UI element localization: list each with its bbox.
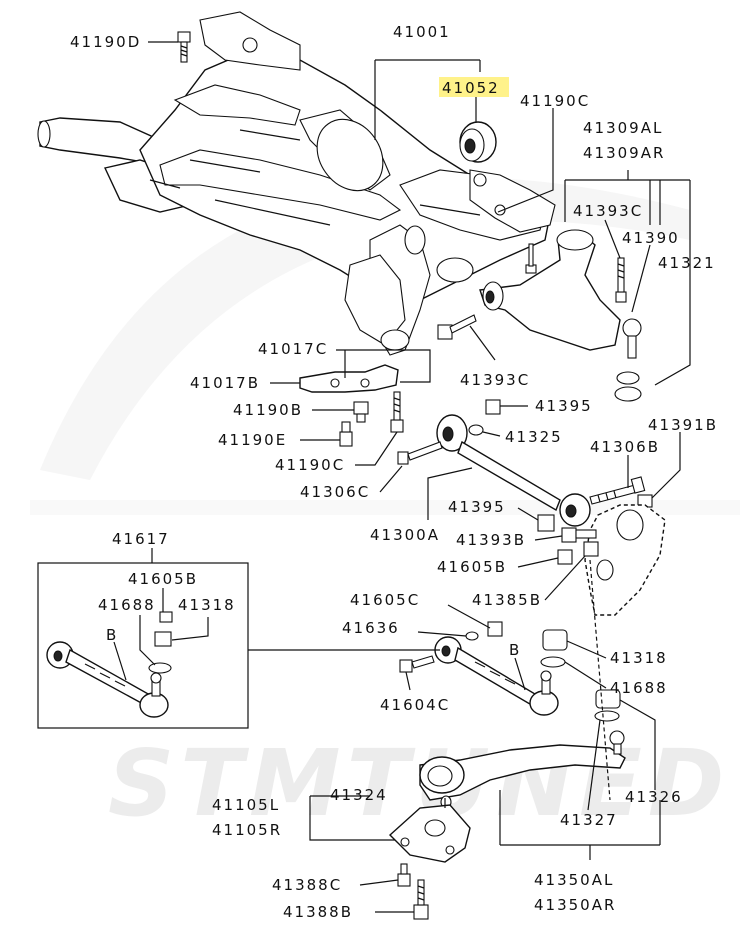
nut-41190B[interactable]: [353, 401, 369, 423]
label-41390: 41390: [622, 229, 680, 247]
label-41300A: 41300A: [370, 526, 440, 544]
label-41318: 41318: [610, 649, 668, 667]
leader-lines: [113, 41, 691, 913]
bolt-41388C[interactable]: [397, 863, 411, 887]
washer-41325[interactable]: [468, 424, 484, 436]
bushing-41318[interactable]: [542, 629, 568, 651]
label-41617: 41617: [112, 530, 170, 548]
bolt-41388B[interactable]: [413, 879, 429, 920]
label-41385B: 41385B: [472, 591, 542, 609]
toe-link-kit-41617[interactable]: [46, 611, 173, 718]
ring-41688[interactable]: [540, 656, 566, 668]
bolt-41393B[interactable]: [561, 527, 597, 543]
label-41190B: 41190B: [233, 401, 303, 419]
label-41318-box: 41318: [178, 596, 236, 614]
nut-41395-bot[interactable]: [537, 514, 555, 532]
toe-link-41604[interactable]: [434, 636, 559, 716]
label-41325: 41325: [505, 428, 563, 446]
label-41393C-mid: 41393C: [460, 371, 530, 389]
bolt-41604C[interactable]: [399, 655, 435, 673]
bushing-41326[interactable]: [595, 689, 621, 709]
label-41688: 41688: [610, 679, 668, 697]
bolt-41190C-mid[interactable]: [390, 391, 404, 433]
bolt-41306B[interactable]: [589, 476, 646, 505]
kit-box-41617: [37, 562, 249, 729]
label-41309AR: 41309AR: [583, 144, 665, 162]
label-41391B: 41391B: [648, 416, 718, 434]
bracket-41017[interactable]: [299, 364, 399, 393]
label-41052: 41052: [442, 79, 500, 97]
bolt-41190C-upper[interactable]: [525, 243, 537, 274]
bolt-41393C-upper[interactable]: [615, 257, 627, 303]
label-41393B: 41393B: [456, 531, 526, 549]
label-41309AL: 41309AL: [583, 119, 663, 137]
label-41324: 41324: [330, 786, 388, 804]
label-41605B-box: 41605B: [128, 570, 198, 588]
label-41190C-mid: 41190C: [275, 456, 345, 474]
nut-41385B[interactable]: [583, 541, 599, 557]
label-B-box: B: [106, 626, 118, 644]
label-41605C: 41605C: [350, 591, 420, 609]
nut-41395-top[interactable]: [485, 399, 501, 415]
label-41388B: 41388B: [283, 903, 353, 921]
label-41636: 41636: [342, 619, 400, 637]
label-41001: 41001: [393, 23, 451, 41]
label-41190E: 41190E: [218, 431, 287, 449]
label-41017C: 41017C: [258, 340, 328, 358]
knuckle[interactable]: [584, 504, 666, 616]
label-41306C: 41306C: [300, 483, 370, 501]
label-41017B: 41017B: [190, 374, 260, 392]
lateral-link-41300A[interactable]: [436, 414, 591, 527]
label-41395-bot: 41395: [448, 498, 506, 516]
upper-arm-41309A[interactable]: [479, 229, 642, 359]
label-41350AL: 41350AL: [534, 871, 614, 889]
ring-41327[interactable]: [594, 710, 620, 722]
label-41605B: 41605B: [437, 558, 507, 576]
labels: 41190D 41001 41052 41190C 41309AL 41309A…: [70, 23, 718, 921]
bolt-41190E[interactable]: [339, 421, 353, 447]
snap-ring-41321[interactable]: [614, 371, 642, 402]
highlight-41052: [439, 77, 509, 97]
subframe-41001[interactable]: [37, 11, 556, 356]
nut-41605B[interactable]: [557, 549, 573, 565]
bracket-41105[interactable]: [388, 804, 471, 863]
label-41105L: 41105L: [212, 796, 280, 814]
washer-41636[interactable]: [465, 631, 479, 641]
nut-41605C[interactable]: [487, 621, 503, 637]
label-41326: 41326: [625, 788, 683, 806]
label-41688-box: 41688: [98, 596, 156, 614]
label-41321: 41321: [658, 254, 716, 272]
lower-arm-41350A[interactable]: [419, 730, 626, 809]
label-41393C-top: 41393C: [573, 202, 643, 220]
bolt-41306C[interactable]: [397, 441, 443, 465]
label-41604C: 41604C: [380, 696, 450, 714]
label-41105R: 41105R: [212, 821, 282, 839]
bolt-41190D[interactable]: [177, 31, 191, 63]
label-41190C-top: 41190C: [520, 92, 590, 110]
label-41306B: 41306B: [590, 438, 660, 456]
label-41350AR: 41350AR: [534, 896, 616, 914]
label-41395-top: 41395: [535, 397, 593, 415]
label-41327: 41327: [560, 811, 618, 829]
label-41190D: 41190D: [70, 33, 141, 51]
label-41388C: 41388C: [272, 876, 342, 894]
bolt-41393C-mid[interactable]: [437, 314, 477, 340]
bushing-41052[interactable]: [459, 121, 497, 163]
label-B-mid: B: [509, 641, 521, 659]
